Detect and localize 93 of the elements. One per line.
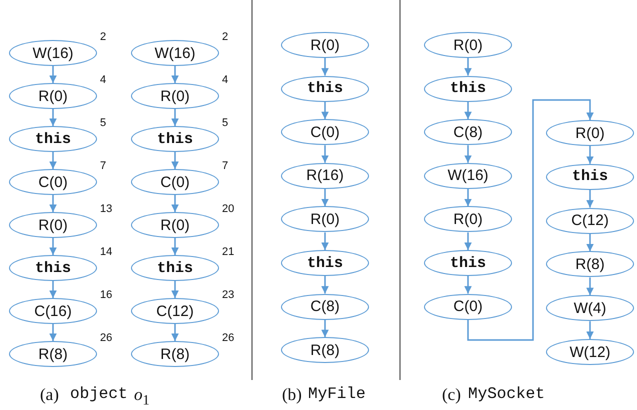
step-number: 2	[100, 31, 106, 43]
caption-text: MySocket	[468, 385, 545, 403]
arrow	[49, 66, 57, 83]
node-label: R(0)	[575, 124, 605, 142]
node-label: R(0)	[310, 36, 340, 54]
arrow	[171, 195, 179, 212]
arrow	[321, 145, 329, 163]
node-label: C(0)	[160, 174, 190, 190]
arrow	[171, 66, 179, 83]
step-number: 5	[222, 117, 228, 129]
node-label: this	[34, 130, 71, 148]
node-label: W(16)	[154, 44, 196, 62]
node-label: C(0)	[38, 174, 68, 190]
node-label: this	[450, 254, 486, 272]
node-label: R(16)	[306, 167, 344, 184]
arrow	[321, 232, 329, 250]
node-label: R(0)	[453, 210, 483, 228]
node-label: C(8)	[453, 124, 483, 141]
caption-text: (b)	[282, 385, 302, 405]
node-label: this	[156, 130, 193, 148]
arrow	[49, 195, 57, 212]
node-label: R(0)	[160, 216, 190, 234]
node-label: C(0)	[310, 124, 340, 141]
step-number: 14	[100, 246, 112, 258]
node-label: this	[306, 254, 343, 272]
arrow	[464, 145, 472, 163]
step-number: 13	[100, 203, 112, 215]
arrow	[321, 102, 329, 120]
arrow	[586, 190, 594, 208]
node-label: this	[572, 168, 608, 186]
node-label: W(16)	[448, 167, 488, 184]
caption-text: MyFile	[308, 385, 366, 403]
node-label: R(0)	[38, 88, 68, 104]
arrow	[171, 238, 179, 255]
step-number: 2	[222, 31, 228, 43]
node-label: C(12)	[156, 302, 194, 320]
node-label: this	[450, 80, 486, 98]
arrow	[464, 232, 472, 250]
arrow	[321, 188, 329, 206]
arrow	[171, 109, 179, 126]
node-label: R(0)	[38, 216, 68, 234]
arrow	[171, 152, 179, 169]
arrow	[49, 238, 57, 255]
caption-text: o$_{1}$	[134, 385, 150, 410]
arrow	[49, 109, 57, 126]
node-label: R(8)	[575, 256, 605, 273]
arrow	[171, 324, 179, 341]
arrow	[49, 152, 57, 169]
node-label: C(0)	[453, 298, 483, 316]
step-number: 4	[222, 74, 228, 86]
step-number: 23	[222, 289, 234, 301]
step-number: 20	[222, 203, 234, 215]
arrow	[464, 58, 472, 76]
arrow	[321, 58, 329, 76]
arrow	[464, 188, 472, 206]
node-label: C(12)	[571, 212, 609, 230]
step-number: 26	[100, 332, 112, 344]
node-label: R(8)	[310, 342, 340, 359]
caption-text: object	[70, 385, 128, 403]
arrow	[586, 321, 594, 339]
step-number: 5	[100, 117, 106, 129]
arrow	[467, 99, 594, 341]
caption-text: (a)	[40, 385, 59, 405]
arrow	[321, 320, 329, 338]
node-label: this	[306, 80, 343, 98]
arrow	[49, 281, 57, 298]
node-label: R(0)	[453, 36, 483, 54]
step-number: 4	[100, 74, 106, 86]
step-number: 7	[222, 160, 228, 172]
step-number: 16	[100, 289, 112, 301]
arrow	[586, 277, 594, 296]
node-label: W(12)	[570, 344, 610, 360]
node-label: R(0)	[310, 210, 340, 228]
arrow	[586, 146, 594, 164]
node-label: C(8)	[310, 298, 340, 316]
node-label: W(16)	[32, 44, 74, 62]
node-label: this	[156, 260, 193, 276]
arrow	[464, 102, 472, 120]
step-number: 26	[222, 332, 234, 344]
step-number: 21	[222, 246, 234, 258]
caption-text: (c)	[442, 385, 461, 405]
node-label: R(8)	[38, 346, 68, 362]
arrow	[49, 324, 57, 341]
arrow	[321, 276, 329, 294]
node-label: C(16)	[34, 302, 72, 320]
step-number: 7	[100, 160, 106, 172]
arrow	[171, 281, 179, 298]
node-label: R(0)	[160, 88, 190, 104]
arrow	[464, 276, 472, 294]
node-label: W(4)	[574, 300, 606, 317]
node-label: this	[34, 260, 71, 276]
node-label: R(8)	[160, 346, 190, 362]
arrow	[586, 234, 594, 252]
